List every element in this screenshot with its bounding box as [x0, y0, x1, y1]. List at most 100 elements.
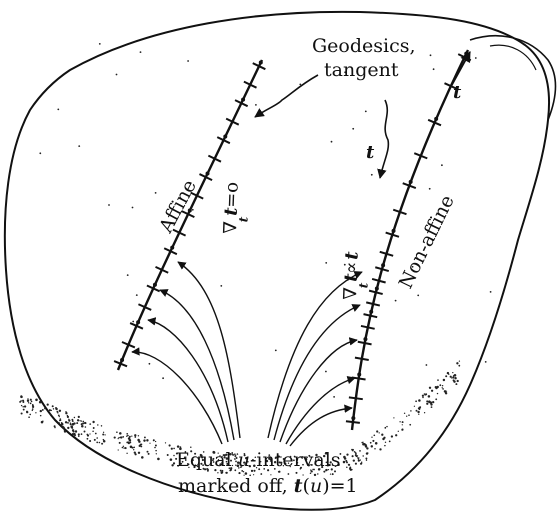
marked-text-c: )=1: [322, 475, 357, 497]
stipple-dot: [424, 412, 425, 413]
stipple-dot: [29, 414, 31, 416]
marked-text-t: t: [294, 475, 303, 497]
stipple-dot: [362, 455, 363, 456]
stipple-dot: [156, 453, 157, 454]
stipple-dot: [133, 446, 135, 448]
stipple-dot: [89, 423, 91, 425]
stipple-dot: [40, 410, 42, 412]
stipple-dot: [416, 410, 418, 412]
stipple-dot: [366, 460, 367, 461]
marked-text-u: u: [310, 475, 322, 497]
stipple-dot: [114, 437, 116, 439]
stipple-dot: [187, 60, 189, 62]
stipple-dot: [30, 399, 32, 401]
stipple-dot: [32, 404, 34, 406]
stipple-dot: [47, 403, 49, 405]
stipple-dot: [84, 422, 86, 424]
stipple-dot: [149, 443, 150, 444]
nabla-subscript-t: t: [236, 216, 250, 222]
stipple-dot: [153, 439, 155, 441]
stipple-dot: [30, 403, 32, 405]
stipple-dot: [92, 431, 94, 433]
stipple-dot: [190, 447, 191, 448]
stipple-dot: [384, 445, 386, 447]
stipple-dot: [54, 427, 56, 429]
stipple-dot: [116, 74, 118, 76]
stipple-dot: [355, 452, 357, 454]
stipple-dot: [50, 414, 51, 415]
stipple-dot: [78, 435, 80, 437]
nonaffine-interval-tick-arrowhead: [409, 180, 413, 184]
stipple-dot: [348, 464, 350, 466]
nonaffine-interval-tick: [346, 421, 360, 423]
stipple-dot: [376, 430, 378, 432]
stipple-dot: [371, 437, 372, 438]
stipple-dot: [138, 452, 140, 454]
stipple-dot: [44, 407, 46, 409]
stipple-dot: [134, 436, 136, 438]
stipple-dot: [116, 431, 118, 433]
stipple-dot: [27, 400, 29, 402]
stipple-dot: [419, 407, 421, 409]
stipple-dot: [393, 417, 394, 418]
nonaffine-interval-tick-arrowhead: [392, 229, 396, 233]
stipple-dot: [365, 458, 367, 460]
stipple-dot: [95, 433, 97, 435]
stipple-dot: [81, 425, 84, 428]
stipple-dot: [435, 398, 437, 400]
stipple-dot: [118, 437, 119, 438]
stipple-dot: [87, 438, 89, 440]
stipple-dot: [173, 448, 175, 450]
stipple-dot: [225, 472, 227, 474]
stipple-dot: [165, 442, 166, 443]
stipple-dot: [89, 433, 90, 434]
stipple-dot: [432, 401, 434, 403]
nabla-t-proportional-expression: ∇ t ∝ t t: [340, 250, 372, 300]
affine-interval-tick-arrowhead: [136, 320, 140, 324]
stipple-dot: [366, 452, 368, 454]
stipple-dot: [31, 401, 33, 403]
stipple-dot: [67, 427, 69, 429]
stipple-dot: [122, 436, 124, 438]
nonaffine-interval-tick: [349, 397, 363, 399]
stipple-dot: [108, 204, 110, 206]
stipple-dot: [408, 414, 410, 416]
stipple-dot: [442, 385, 443, 386]
stipple-dot: [353, 459, 355, 461]
stipple-dot: [446, 391, 447, 392]
stipple-dot: [96, 437, 98, 439]
stipple-dot: [430, 54, 432, 56]
stipple-dot: [398, 431, 399, 432]
stipple-dot: [104, 434, 105, 435]
stipple-dot: [177, 445, 179, 447]
affine-interval-tick-arrowhead: [170, 246, 174, 250]
nonaffine-label: Non-affine: [395, 192, 459, 293]
stipple-dot: [26, 411, 28, 413]
stipple-dot: [73, 431, 75, 433]
stipple-dot: [93, 427, 95, 429]
stipple-dot: [350, 469, 352, 471]
stipple-dot: [417, 411, 419, 413]
stipple-dot: [32, 410, 33, 411]
stipple-dot: [167, 454, 169, 456]
stipple-dot: [443, 379, 445, 381]
stipple-dot: [475, 57, 477, 59]
nonaffine-interval-tick-arrowhead: [434, 117, 438, 121]
stipple-dot: [448, 374, 449, 375]
stipple-dot: [355, 463, 357, 465]
stipple-dot: [74, 417, 75, 418]
stipple-dot: [99, 43, 101, 45]
stipple-dot: [402, 424, 403, 425]
stipple-dot: [485, 361, 487, 363]
stipple-dot: [426, 400, 428, 402]
stipple-dot: [132, 207, 134, 209]
nonaffine-interval-ticks: [346, 52, 471, 423]
stipple-dot: [60, 420, 61, 421]
stipple-dot: [442, 387, 443, 388]
stipple-dot: [437, 379, 439, 381]
stipple-dot: [458, 365, 460, 367]
stipple-dot: [80, 420, 81, 421]
stipple-dot: [126, 453, 127, 454]
stipple-dot: [64, 430, 66, 432]
